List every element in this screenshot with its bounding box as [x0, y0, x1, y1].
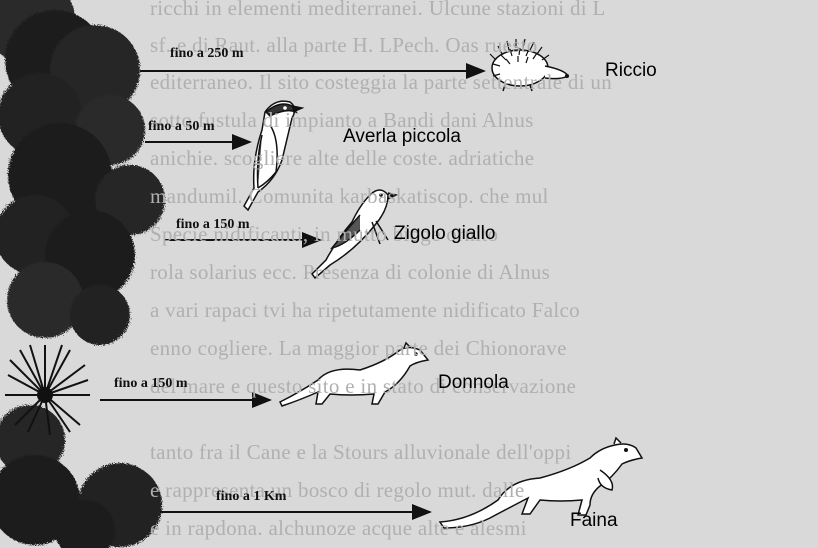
leafy-shrub-icon — [5, 345, 90, 435]
bg-text-line: a vari rapaci tvi ha ripetutamente nidif… — [150, 298, 818, 323]
bg-text-line: anichie. scogliere alte delle coste. adr… — [150, 146, 818, 171]
distance-label-donnola: fino a 150 m — [114, 376, 188, 392]
bg-text-line: rola solarius ecc. Presenza di colonie d… — [150, 260, 818, 285]
distance-label-zigolo: fino a 150 m — [176, 217, 250, 233]
bg-text-line: sf. e di Raut. alla parte H. LPech. Oas … — [150, 33, 818, 58]
bg-text-line: enno cogliere. La maggior parte dei Chio… — [150, 336, 818, 361]
bg-text-line: sotto fustula di impianto a Bandi dani A… — [150, 108, 818, 133]
animal-label-averla: Averla piccola — [343, 126, 461, 148]
bg-text-line: editerraneo. Il sito costeggia la parte … — [150, 70, 818, 95]
bush-shape — [7, 262, 83, 338]
bg-text-line: ricchi in elementi mediterranei. Ulcune … — [150, 0, 818, 21]
animal-label-riccio: Riccio — [605, 60, 657, 82]
distance-label-riccio: fino a 250 m — [170, 46, 244, 62]
bush-shape — [70, 285, 130, 345]
animal-label-zigolo: Zigolo giallo — [394, 223, 495, 245]
bg-text-line: e in rapdona. alchunoze acque alte e ale… — [150, 516, 818, 541]
bg-text-line: mandumil. Comunita karbaskatiscop. che m… — [150, 184, 818, 209]
distance-label-faina: fino a 1 Km — [216, 489, 286, 505]
animal-label-faina: Faina — [570, 510, 618, 532]
animal-label-donnola: Donnola — [438, 372, 509, 394]
hedgerow — [0, 0, 165, 548]
bg-text-line: tanto fra il Cane e la Stours alluvional… — [150, 440, 818, 465]
distance-label-averla: fino a 50 m — [148, 119, 215, 135]
